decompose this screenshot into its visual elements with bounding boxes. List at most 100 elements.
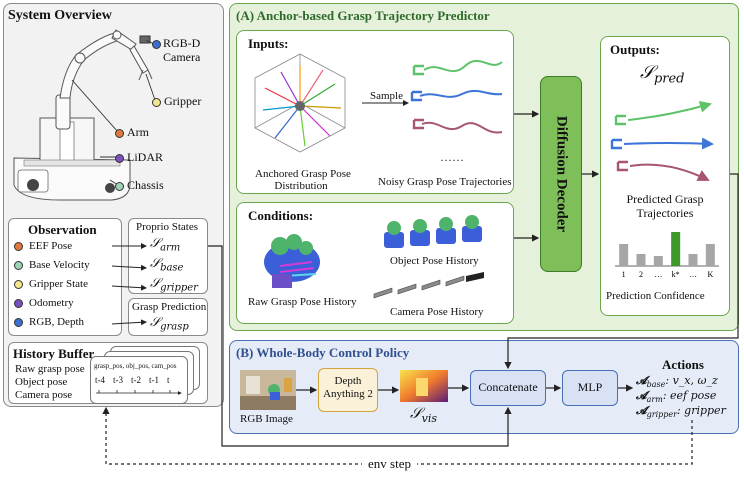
grasp-symbol: 𝒮grasp — [150, 315, 189, 333]
confidence-bar — [619, 244, 629, 266]
conf-caption: Prediction Confidence — [606, 290, 705, 302]
observation-label: Base Velocity — [29, 259, 90, 271]
observation-item: Gripper State — [14, 278, 88, 290]
arm-label: Arm — [127, 125, 149, 139]
observation-label: RGB, Depth — [29, 316, 84, 328]
observation-item: Base Velocity — [14, 259, 90, 271]
inputs-title: Inputs: — [248, 36, 289, 51]
confidence-chart: 1 2 … k* … K — [615, 232, 719, 279]
camera-dot — [152, 40, 161, 49]
observation-dot — [14, 241, 23, 251]
confidence-bar — [636, 254, 646, 266]
history-card-header: grasp_pos, obj_pos, cam_pos — [94, 362, 177, 370]
observation-item: RGB, Depth — [14, 316, 84, 328]
robot-illustration — [13, 29, 157, 201]
proprio-states-box — [128, 218, 208, 294]
mlp-block — [562, 370, 618, 406]
vis-symbol: 𝒮vis — [410, 404, 438, 425]
confidence-tick-label: K — [707, 270, 713, 279]
observation-label: Odometry — [29, 297, 74, 309]
observation-dot — [14, 317, 23, 327]
observation-arrows — [111, 243, 147, 326]
observation-item: EEF Pose — [14, 240, 72, 252]
history-tick-label: t-3 — [113, 375, 123, 385]
depth-anything-label: Depth Anything 2 — [323, 375, 373, 400]
lidar-label: LiDAR — [127, 150, 163, 164]
grasp-prediction-box — [128, 298, 208, 336]
grasp-prediction-title: Grasp Prediction — [132, 301, 207, 313]
proprio-symbol: 𝒮base — [150, 256, 184, 274]
action-item: 𝓐arm: eef pose — [636, 389, 717, 405]
action-item: 𝓐gripper: gripper — [636, 404, 726, 420]
history-item-0: Raw grasp pose — [15, 363, 85, 375]
confidence-tick-label: 2 — [639, 270, 643, 279]
system-overview-panel — [3, 3, 224, 407]
gripper-label: Gripper — [164, 94, 202, 108]
env-step-label: env step — [362, 456, 417, 472]
proprio-states-title: Proprio States — [136, 221, 199, 233]
camera-caption: Camera Pose History — [390, 306, 484, 318]
noisy-trajectories — [410, 59, 503, 134]
depth-anything-block — [318, 368, 378, 412]
confidence-bar — [671, 232, 681, 266]
action-item: 𝓐base: v_x, ω_z — [636, 374, 718, 390]
raw-caption: Raw Grasp Pose History — [248, 296, 357, 308]
history-tick-label: t-4 — [95, 375, 105, 385]
inputs-box — [236, 30, 514, 194]
observation-label: EEF Pose — [29, 240, 73, 252]
arm-dot — [115, 129, 124, 138]
observation-dot — [14, 298, 23, 308]
lidar-dot — [115, 154, 124, 163]
confidence-tick-label: 1 — [622, 270, 626, 279]
observation-title: Observation — [28, 222, 97, 237]
depth-map-image — [400, 370, 448, 402]
history-tick-label: t — [167, 375, 170, 385]
proprio-symbol: 𝒮gripper — [150, 276, 198, 294]
camera-label: RGB-D Camera — [163, 36, 201, 64]
noisy-ellipsis: …… — [440, 150, 464, 164]
observation-dot — [14, 279, 23, 289]
rgb-image — [240, 370, 296, 410]
actions-title: Actions — [662, 357, 704, 372]
predicted-trajectories — [610, 100, 714, 181]
observation-dot — [14, 260, 23, 270]
predictor-title: (A) Anchor-based Grasp Trajectory Predic… — [236, 8, 490, 23]
confidence-bar — [705, 244, 715, 266]
outputs-title: Outputs: — [610, 42, 660, 57]
concatenate-label: Concatenate — [478, 380, 538, 394]
observation-label: Gripper State — [29, 278, 88, 290]
pred-symbol: 𝒮pred — [640, 62, 685, 87]
system-overview-title: System Overview — [8, 8, 112, 23]
raw-grasp-pose-image — [264, 234, 320, 288]
diffusion-decoder-block — [540, 76, 582, 272]
chassis-dot — [115, 182, 124, 191]
history-timeline — [96, 390, 182, 395]
object-caption: Object Pose History — [390, 255, 479, 267]
history-tick-label: t-1 — [149, 375, 159, 385]
outputs-box — [600, 36, 730, 316]
history-tick-label: t-2 — [131, 375, 141, 385]
confidence-bar — [653, 256, 663, 266]
confidence-bar — [688, 254, 698, 266]
chassis-label: Chassis — [127, 178, 164, 192]
camera-pose-image — [373, 272, 484, 299]
history-item-2: Camera pose — [15, 389, 73, 401]
observation-panel — [8, 218, 122, 336]
confidence-tick-label: … — [654, 270, 662, 279]
policy-title: (B) Whole-Body Control Policy — [236, 345, 410, 360]
anchored-distribution-cube — [254, 53, 346, 153]
arm-shape — [55, 29, 153, 130]
confidence-tick-label: … — [689, 270, 697, 279]
proprio-symbol: 𝒮arm — [150, 236, 181, 254]
mlp-label: MLP — [577, 380, 603, 394]
conditions-title: Conditions: — [248, 208, 314, 223]
history-buffer-title: History Buffer — [13, 346, 95, 361]
gripper-dot — [152, 98, 161, 107]
anchored-caption: Anchored Grasp Pose Distribution — [255, 168, 351, 192]
concatenate-block — [470, 370, 546, 406]
observation-item: Odometry — [14, 297, 74, 309]
confidence-tick-label: k* — [672, 270, 680, 279]
